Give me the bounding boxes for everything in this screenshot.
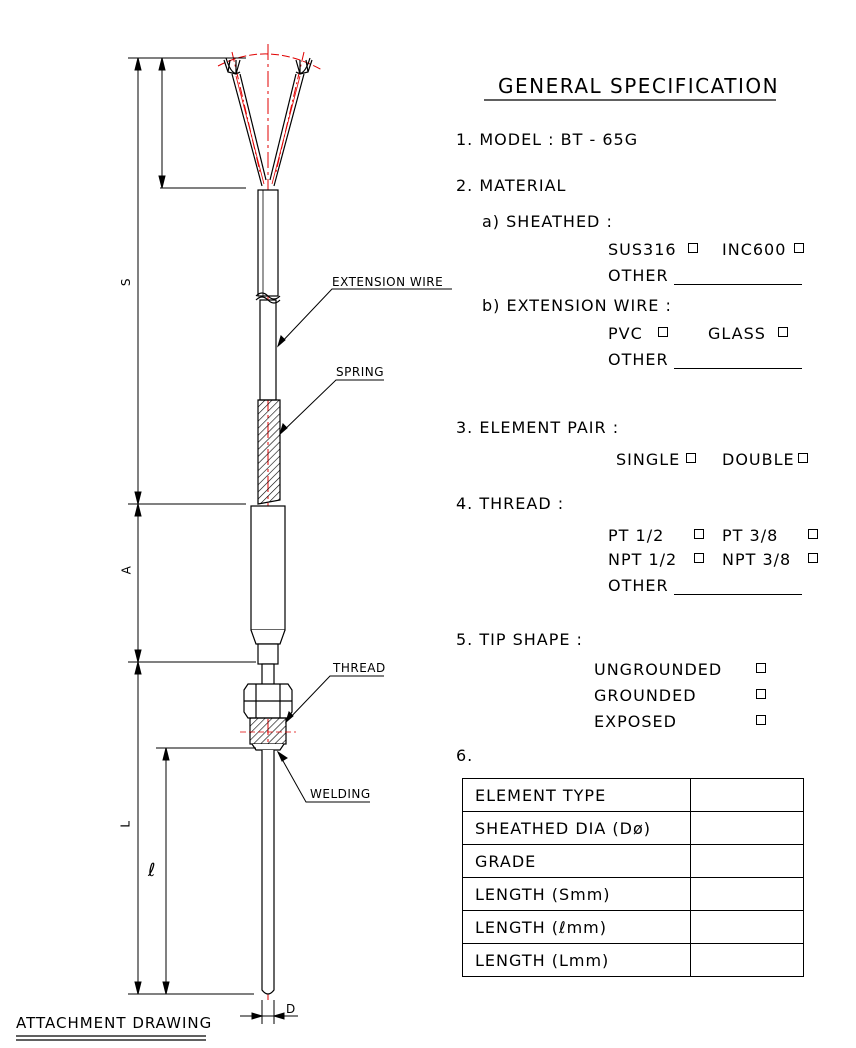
sheath [261,750,275,995]
thread-pt12-checkbox[interactable] [694,529,704,539]
sheathed-other-label: OTHER [608,266,669,285]
spring-label: SPRING [336,365,385,379]
table-heading: 6. [456,746,474,765]
row-label: SHEATHED DIA (Dø) [462,811,691,845]
row-value-cell[interactable] [690,844,804,878]
row-value-cell[interactable] [690,877,804,911]
thread-heading: 4. THREAD : [456,494,565,513]
extension-wire-body [255,189,281,401]
table-row: GRADE [462,844,804,878]
row-label: LENGTH (Smm) [462,877,691,911]
spec-title: GENERAL SPECIFICATION [498,74,780,98]
table-row: LENGTH (Smm) [462,877,804,911]
tip-grounded-checkbox[interactable] [756,689,766,699]
table-row: SHEATHED DIA (Dø) [462,811,804,845]
model-line: 1. MODEL : BT - 65G [456,130,639,149]
dim-l-small-label: ℓ [148,860,157,881]
material-heading: 2. MATERIAL [456,176,567,195]
table-row: ELEMENT TYPE [462,778,804,812]
pair-option-double: DOUBLE [722,450,795,469]
wire-terminals [223,57,313,75]
thread-fitting [240,683,296,751]
thread-option-npt12: NPT 1/2 [608,550,678,569]
pair-single-checkbox[interactable] [686,453,696,463]
row-label: ELEMENT TYPE [462,778,691,812]
dim-a-label: A [119,565,134,575]
leader-lines [276,288,452,803]
dim-d-label: D [286,1002,296,1016]
row-value-cell[interactable] [690,943,804,977]
dim-l-label: L [118,820,133,828]
spec-table: ELEMENT TYPE SHEATHED DIA (Dø) GRADE LEN… [462,778,804,977]
table-row: LENGTH (Lmm) [462,943,804,977]
table-row: LENGTH (ℓmm) [462,910,804,944]
pair-option-single: SINGLE [616,450,681,469]
tip-option-exposed: EXPOSED [594,712,677,731]
row-value-cell[interactable] [690,811,804,845]
element-pair-heading: 3. ELEMENT PAIR : [456,418,620,437]
thread-option-pt12: PT 1/2 [608,526,665,545]
row-label: LENGTH (ℓmm) [462,910,691,944]
split-wires [231,73,305,187]
caption-underline [16,1035,206,1041]
thread-npt38-checkbox[interactable] [808,553,818,563]
ext-option-pvc: PVC [608,324,643,343]
ext-other-label: OTHER [608,350,669,369]
thread-option-pt38: PT 3/8 [722,526,779,545]
ext-option-glass: GLASS [708,324,766,343]
sheathed-other-field[interactable] [674,284,802,285]
spring [257,399,281,505]
sheathed-heading: a) SHEATHED : [482,212,613,231]
welding-label: WELDING [310,787,371,801]
housing [250,505,286,687]
extension-wire-heading: b) EXTENSION WIRE : [482,296,672,315]
dim-s-label: S [119,277,134,287]
sheathed-sus316-checkbox[interactable] [688,243,698,253]
thread-option-npt38: NPT 3/8 [722,550,792,569]
thread-npt12-checkbox[interactable] [694,553,704,563]
dimension-lines [128,57,298,1024]
tip-shape-heading: 5. TIP SHAPE : [456,630,583,649]
row-value-cell[interactable] [690,778,804,812]
ext-glass-checkbox[interactable] [778,327,788,337]
ext-pvc-checkbox[interactable] [658,327,668,337]
thread-other-field[interactable] [674,594,802,595]
ext-other-field[interactable] [674,368,802,369]
sheathed-option-sus316: SUS316 [608,240,677,259]
thread-pt38-checkbox[interactable] [808,529,818,539]
sheathed-inc600-checkbox[interactable] [794,243,804,253]
row-label: GRADE [462,844,691,878]
tip-option-grounded: GROUNDED [594,686,697,705]
thread-other-label: OTHER [608,576,669,595]
sheathed-option-inc600: INC600 [722,240,787,259]
row-label: LENGTH (Lmm) [462,943,691,977]
tip-option-ungrounded: UNGROUNDED [594,660,723,679]
pair-double-checkbox[interactable] [798,453,808,463]
row-value-cell[interactable] [690,910,804,944]
tip-exposed-checkbox[interactable] [756,715,766,725]
drawing-caption: ATTACHMENT DRAWING [16,1014,213,1032]
tip-ungrounded-checkbox[interactable] [756,663,766,673]
thread-label: THREAD [333,661,386,675]
extension-wire-label: EXTENSION WIRE [332,275,444,289]
